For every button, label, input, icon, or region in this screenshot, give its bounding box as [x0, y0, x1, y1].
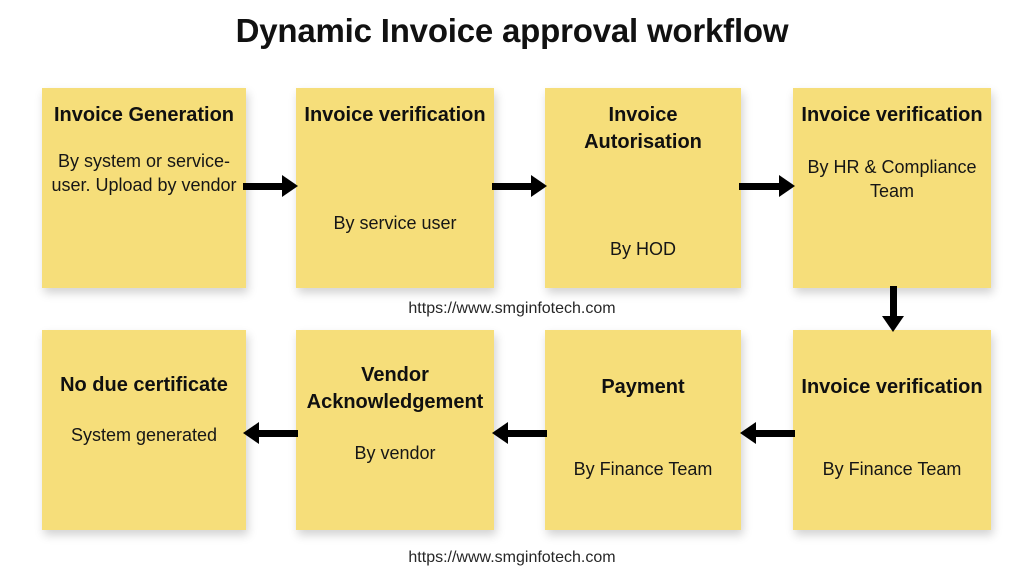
arrow-left-icon: [243, 422, 298, 444]
arrow-head: [492, 422, 508, 444]
node-heading: Invoice verification: [801, 376, 983, 398]
page-title: Dynamic Invoice approval workflow: [235, 12, 789, 49]
node-subtitle: By system or service-user. Upload by ven…: [51, 150, 237, 195]
node-heading: Invoice Autorisation: [584, 104, 702, 153]
arrow-head: [282, 175, 298, 197]
flow-node-invoice-verification-finance[interactable]: Invoice verification By Finance Team: [793, 330, 991, 530]
arrow-left-icon: [492, 422, 547, 444]
flow-node-payment[interactable]: Payment By Finance Team: [545, 330, 741, 530]
arrow-shaft: [508, 429, 547, 437]
arrow-head: [531, 175, 547, 197]
node-heading: Invoice verification: [304, 104, 486, 126]
arrow-down-icon: [882, 286, 904, 332]
arrow-shaft: [243, 182, 282, 190]
watermark-bottom: https://www.smginfotech.com: [408, 549, 616, 566]
flow-node-invoice-verification-hr-compliance[interactable]: Invoice verification By HR & Compliance …: [793, 88, 991, 288]
node-heading: No due certificate: [60, 374, 228, 396]
arrow-head: [740, 422, 756, 444]
node-subtitle: By HOD: [609, 239, 676, 260]
arrow-right-icon: [739, 175, 795, 197]
watermark-middle: https://www.smginfotech.com: [408, 300, 616, 317]
arrow-shaft: [492, 182, 531, 190]
node-subtitle: By Finance Team: [573, 458, 713, 479]
node-heading: Payment: [601, 376, 685, 398]
arrow-left-icon: [740, 422, 795, 444]
node-subtitle: By vendor: [354, 443, 436, 464]
arrow-shaft: [739, 182, 779, 190]
flow-node-invoice-verification-service-user[interactable]: Invoice verification By service user: [296, 88, 494, 288]
node-subtitle: By Finance Team: [822, 458, 962, 479]
arrow-shaft: [259, 429, 298, 437]
arrow-head: [882, 316, 904, 332]
arrow-right-icon: [243, 175, 298, 197]
flow-node-vendor-acknowledgement[interactable]: Vendor Acknowledgement By vendor: [296, 330, 494, 530]
flow-node-no-due-certificate[interactable]: No due certificate System generated: [42, 330, 246, 530]
node-heading: Vendor Acknowledgement: [306, 364, 484, 413]
node-subtitle: By service user: [333, 212, 457, 233]
node-heading: Invoice Generation: [53, 104, 235, 126]
arrow-shaft: [756, 429, 795, 437]
arrow-shaft: [889, 286, 897, 316]
arrow-head: [243, 422, 259, 444]
node-subtitle: By HR & Compliance Team: [807, 156, 977, 201]
flow-node-invoice-autorisation[interactable]: Invoice Autorisation By HOD: [545, 88, 741, 288]
node-subtitle: System generated: [70, 424, 218, 445]
arrow-right-icon: [492, 175, 547, 197]
flow-node-invoice-generation[interactable]: Invoice Generation By system or service-…: [42, 88, 246, 288]
arrow-head: [779, 175, 795, 197]
node-heading: Invoice verification: [801, 104, 983, 126]
